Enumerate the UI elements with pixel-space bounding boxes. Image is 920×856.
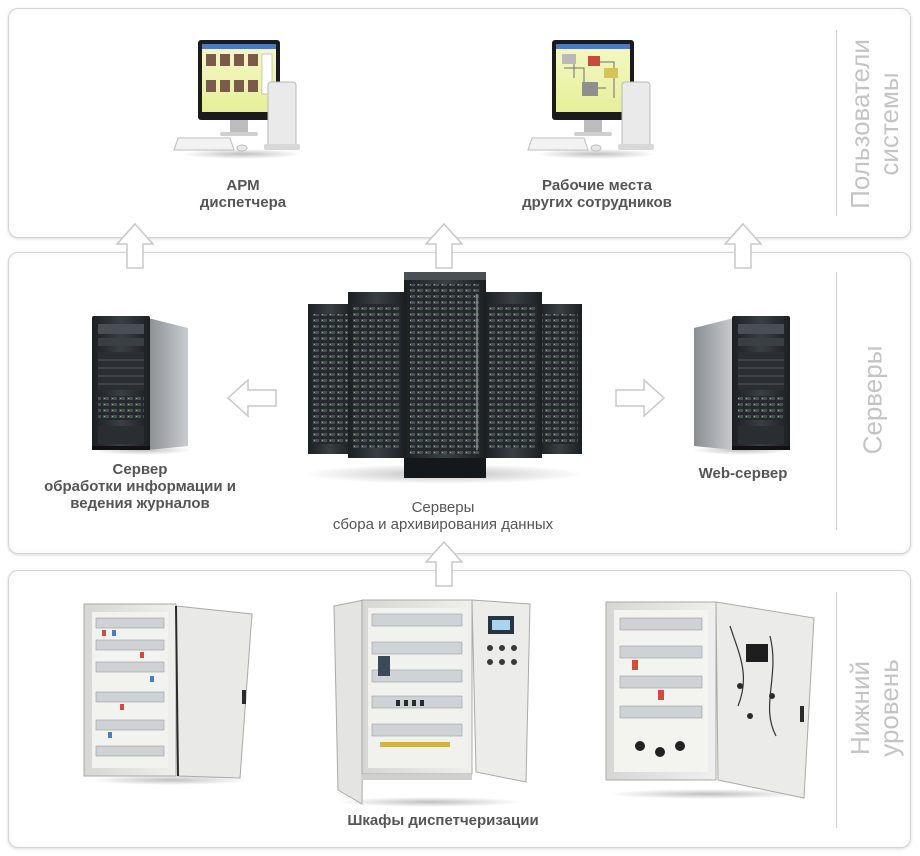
arrow-right-icon xyxy=(615,378,666,418)
arm-caption-line1: АРМ xyxy=(226,177,260,194)
tier-bottom-label-line2: уровень xyxy=(874,659,904,757)
arrow-left-icon xyxy=(226,378,277,418)
tier-users-label-line2: системы xyxy=(874,72,904,176)
tier-bottom-label: Нижний уровень xyxy=(845,659,904,757)
workplaces-caption: Рабочие места других сотрудников xyxy=(522,177,672,211)
web-server-caption-line1: Web-сервер xyxy=(698,465,788,482)
web-server-caption: Web-сервер xyxy=(699,465,788,482)
arrow-up-center-icon xyxy=(424,222,464,269)
data-servers-caption-line1: Серверы xyxy=(411,499,475,516)
tier-users-label: Пользователи системы xyxy=(845,39,904,209)
cabinet-2-icon xyxy=(333,599,531,807)
log-server-icon xyxy=(92,316,192,455)
arm-caption: АРМ диспетчера xyxy=(200,177,286,211)
workplaces-caption-line2: других сотрудников xyxy=(522,194,672,211)
log-server-caption-line2: обработки информации и xyxy=(44,478,236,495)
arm-caption-line2: диспетчера xyxy=(199,194,287,211)
tier-users-label-line1: Пользователи xyxy=(845,39,875,209)
workplaces-caption-line1: Рабочие места xyxy=(542,177,652,194)
arrow-up-left-icon xyxy=(115,222,155,269)
arrow-up-bottom-icon xyxy=(424,540,464,587)
arrow-up-right-icon xyxy=(723,222,763,269)
web-server-icon xyxy=(692,316,792,455)
log-server-caption-line1: Сервер xyxy=(112,461,168,478)
tier-users-divider xyxy=(836,30,837,216)
tier-servers-divider xyxy=(836,272,837,530)
workstation-staff-icon xyxy=(527,40,656,159)
log-server-caption: Сервер обработки информации и ведения жу… xyxy=(44,461,236,512)
cabinet-1-icon xyxy=(83,603,253,785)
data-servers-caption: Серверы сбора и архивирования данных xyxy=(333,499,553,533)
log-server-caption-line3: ведения журналов xyxy=(70,495,210,512)
cabinet-3-icon xyxy=(605,601,815,799)
cabinets-caption: Шкафы диспетчеризации xyxy=(347,812,538,829)
tier-users-panel xyxy=(8,8,911,238)
tier-bottom-label-line1: Нижний xyxy=(845,660,875,756)
workstation-arm-icon xyxy=(173,40,302,159)
data-servers-caption-line2: сбора и архивирования данных xyxy=(332,516,554,533)
tier-servers-label-text: Серверы xyxy=(857,345,888,455)
cabinets-caption-line1: Шкафы диспетчеризации xyxy=(347,812,539,829)
tier-bottom-divider xyxy=(836,592,837,828)
data-servers-rack-icon xyxy=(304,272,584,484)
tier-servers-label: Серверы xyxy=(857,345,888,455)
